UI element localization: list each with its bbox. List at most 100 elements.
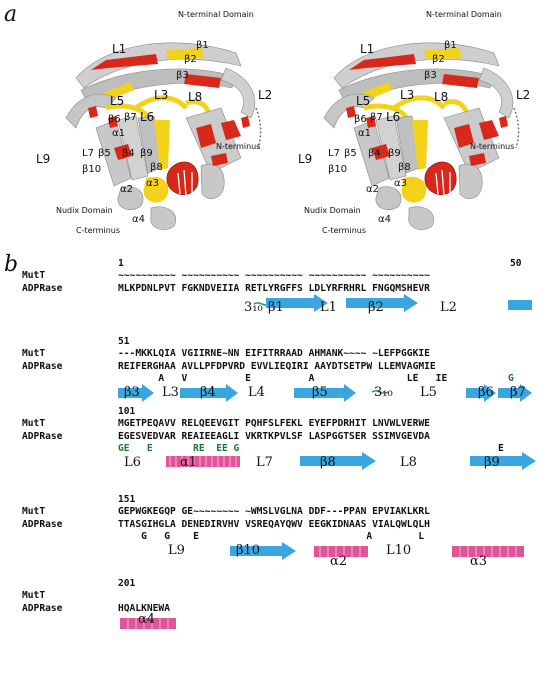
block5-adp-label: ADPRase: [22, 603, 63, 614]
structure-image-left: N-terminal Domain L1 β1 β2 β3 L2 L5 L3 L…: [36, 8, 282, 244]
block3-adp-seq: EGESVEDVAR REAIEEAGLI VKRTKPVLSF LASPGGT…: [118, 431, 430, 442]
block2-ss-b5: β5: [312, 385, 328, 400]
block2-ss-b7: β7: [510, 385, 526, 400]
block1-start: 1: [118, 258, 124, 269]
label-l5: L5: [110, 94, 125, 108]
label-b1-r: β1: [444, 40, 457, 51]
label-b7: β7: [124, 112, 137, 123]
block3-mutt-seq: MGETPEQAVV RELQEEVGIT PQHFSLFEKL EYEFPDR…: [118, 418, 430, 429]
block3-ss-b9: β9: [484, 455, 500, 470]
label-n-terminus: N-terminus: [216, 142, 261, 151]
block2-mutt-label: MutT: [22, 348, 46, 359]
label-b7-r: β7: [370, 112, 383, 123]
block4-ss-a2: α2: [330, 554, 348, 569]
ribbon-diagram-right: [323, 42, 520, 230]
label-a4-r: α4: [378, 214, 391, 225]
label-b1: β1: [196, 40, 209, 51]
block1-end: 50: [510, 258, 522, 269]
block2-ss-l3: L3: [162, 385, 179, 400]
block1-ss-track: [253, 294, 532, 312]
block4-ss-b10: β10: [236, 543, 261, 558]
label-b4: β4: [122, 148, 135, 159]
label-l9-r: L9: [298, 152, 313, 166]
block3-sub-black: E: [498, 443, 504, 454]
block3-sub-green: GE E RE EE G: [118, 443, 240, 454]
label-b9: β9: [140, 148, 153, 159]
label-l6-r: L6: [386, 110, 401, 124]
label-c-terminus-r: C-terminus: [322, 226, 367, 235]
label-a2: α2: [120, 184, 133, 195]
label-n-terminal-domain: N-terminal Domain: [178, 10, 254, 19]
structure-image-right: N-terminal Domain L1 β1 β2 β3 L2 L5 L3 L…: [294, 8, 540, 244]
block3-adp-label: ADPRase: [22, 431, 63, 442]
block2-ss-l4: L4: [248, 385, 265, 400]
ribbon-diagram-left: [65, 42, 262, 230]
block2-mutt-seq: ---MKKLQIA VGIIRNE~NN EIFITRRAAD AHMANK~…: [118, 348, 430, 359]
label-l1-r: L1: [360, 42, 375, 56]
block4-mutt-seq: GEPWGKEGQP GE~~~~~~~~ ~WMSLVGLNA DDF---P…: [118, 506, 430, 517]
block1-ss-b1: β1: [268, 300, 284, 315]
label-b4-r: β4: [368, 148, 381, 159]
block2-start: 51: [118, 336, 130, 347]
block2-ss-b4: β4: [200, 385, 216, 400]
label-b5-r: β5: [344, 148, 357, 159]
block3-ss-l6: L6: [124, 455, 141, 470]
label-b8: β8: [150, 162, 163, 173]
block4-ss-l9: L9: [168, 543, 185, 558]
label-l3: L3: [154, 88, 169, 102]
block3-ss-l8: L8: [400, 455, 417, 470]
label-b5: β5: [98, 148, 111, 159]
block2-ss-3-10: 3₁₀: [374, 385, 393, 400]
label-l5-r: L5: [356, 94, 371, 108]
label-b6-r: β6: [354, 114, 367, 125]
label-l2-r: L2: [516, 88, 531, 102]
block1-adp-label: ADPRase: [22, 283, 63, 294]
block2-ss-l5: L5: [420, 385, 437, 400]
label-nudix-domain: Nudix Domain: [56, 206, 113, 215]
block5-ss-a4: α4: [138, 612, 156, 627]
block3-ss-b8: β8: [320, 455, 336, 470]
label-c-terminus: C-terminus: [76, 226, 121, 235]
block2-sub-green: G: [508, 373, 514, 384]
label-a1-r: α1: [358, 128, 371, 139]
label-a2-r: α2: [366, 184, 379, 195]
label-l7: L7: [82, 148, 94, 159]
label-b8-r: β8: [398, 162, 411, 173]
label-l8-r: L8: [434, 90, 449, 104]
block2-adp-seq: REIFERGHAA AVLLPFDPVRD EVVLIEQIRI AAYDTS…: [118, 361, 436, 372]
panel-b-letter: b: [4, 252, 19, 277]
label-b2: β2: [184, 54, 197, 65]
block5-start: 201: [118, 578, 136, 589]
label-b10: β10: [82, 164, 102, 175]
block4-sub: G G E A L: [118, 531, 425, 542]
block5-mutt-label: MutT: [22, 590, 46, 601]
label-l8: L8: [188, 90, 203, 104]
label-b6: β6: [108, 114, 121, 125]
label-l2: L2: [258, 88, 273, 102]
label-b2-r: β2: [432, 54, 445, 65]
label-l1: L1: [112, 42, 127, 56]
block3-ss-track: [166, 452, 536, 470]
label-b10-r: β10: [328, 164, 348, 175]
label-b9-r: β9: [388, 148, 401, 159]
label-l7-r: L7: [328, 148, 340, 159]
block1-ss-l2: L2: [440, 300, 457, 315]
block3-ss-l7: L7: [256, 455, 273, 470]
block2-ss-track: [118, 384, 532, 402]
block3-start: 101: [118, 406, 136, 417]
block2-adp-label: ADPRase: [22, 361, 63, 372]
label-l3-r: L3: [400, 88, 415, 102]
block4-mutt-label: MutT: [22, 506, 46, 517]
block1-ss-3-10: 3₁₀: [244, 300, 263, 315]
block4-start: 151: [118, 494, 136, 505]
label-l6: L6: [140, 110, 155, 124]
block1-ss-l1: L1: [320, 300, 337, 315]
block4-adp-seq: TTASGIHGLA DENEDIRVHV VSREQAYQWV EEGKIDN…: [118, 519, 430, 530]
block5-adp-seq: HQALKNEWA: [118, 603, 170, 614]
block1-ss-b2: β2: [368, 300, 384, 315]
label-b3: β3: [176, 70, 189, 81]
block4-ss-track: [230, 542, 524, 560]
block3-mutt-label: MutT: [22, 418, 46, 429]
block2-ss-b3: β3: [124, 385, 140, 400]
panel-a-letter: a: [4, 2, 18, 27]
